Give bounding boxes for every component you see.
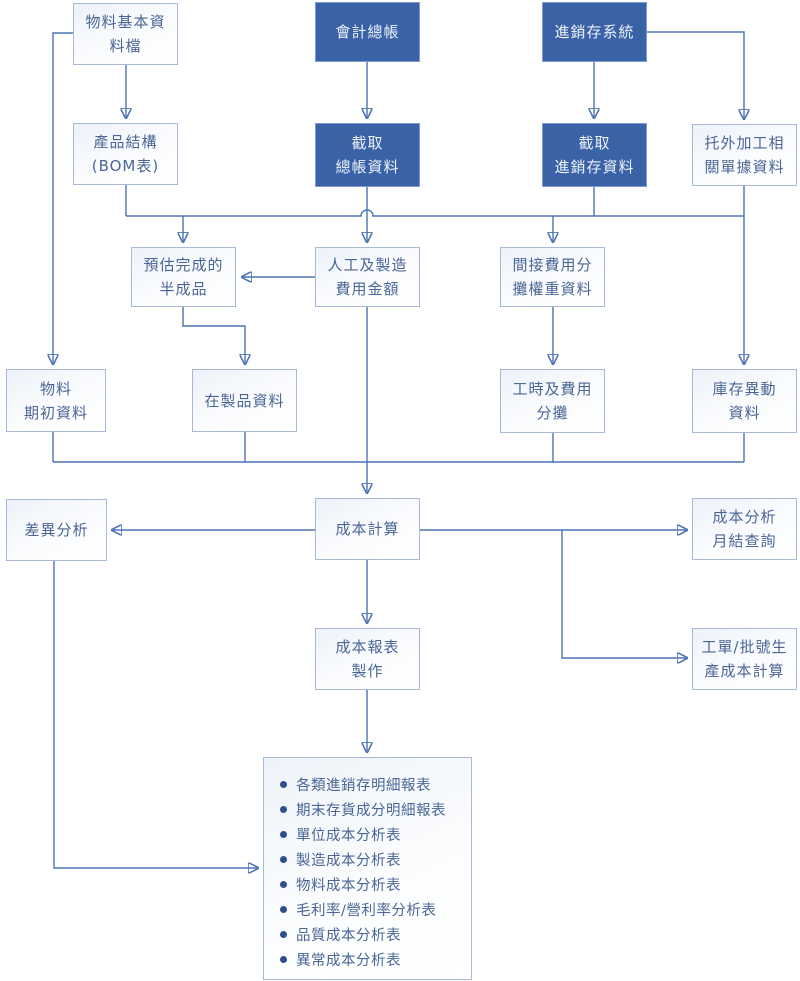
list-item-label: 製造成本分析表 (296, 853, 401, 869)
bullet-icon (280, 956, 287, 963)
connector-invsys-to-outsourcing (647, 31, 744, 118)
node-general-ledger: 會計總帳 (315, 2, 420, 62)
bullet-icon (280, 806, 287, 813)
list-item: 毛利率/營利率分析表 (280, 897, 463, 922)
node-cost-calculation: 成本計算 (315, 498, 420, 560)
node-outsourcing-documents: 托外加工相 關單據資料 (692, 124, 797, 186)
connector-branch-to-workorder (561, 530, 686, 658)
node-material-opening-data: 物料 期初資料 (6, 369, 106, 432)
list-item: 單位成本分析表 (280, 822, 463, 847)
node-label: 截取 進銷存資料 (554, 134, 635, 176)
node-label: 成本計算 (335, 520, 400, 538)
node-workorder-batch-cost: 工單/批號生 產成本計算 (692, 628, 797, 690)
list-item: 異常成本分析表 (280, 947, 463, 972)
connector-variance-to-list (53, 561, 257, 868)
report-list-items: 各類進銷存明細報表 期末存貨成分明細報表 單位成本分析表 製造成本分析表 物料成… (280, 772, 463, 972)
node-label: 成本分析 月結查詢 (712, 508, 777, 550)
list-item-label: 異常成本分析表 (296, 953, 401, 969)
node-product-structure-bom: 產品結構 (BOM表) (73, 123, 178, 185)
node-indirect-cost-weights: 間接費用分 攤權重資料 (500, 247, 605, 307)
list-item-label: 品質成本分析表 (296, 928, 401, 944)
list-item-label: 期末存貨成分明細報表 (296, 803, 446, 819)
node-extract-inventory-data: 截取 進銷存資料 (542, 123, 647, 187)
node-label: 截取 總帳資料 (335, 134, 400, 176)
node-report-list: 各類進銷存明細報表 期末存貨成分明細報表 單位成本分析表 製造成本分析表 物料成… (263, 757, 472, 980)
node-label: 物料 期初資料 (23, 379, 88, 422)
node-inventory-system: 進銷存系統 (542, 2, 647, 62)
node-label: 產品結構 (BOM表) (91, 133, 160, 175)
bullet-icon (280, 881, 287, 888)
list-item-label: 毛利率/營利率分析表 (296, 903, 437, 919)
node-label: 物料基本資 料檔 (85, 13, 166, 55)
node-cost-analysis-monthly-query: 成本分析 月結查詢 (692, 498, 797, 560)
node-label: 會計總帳 (335, 23, 400, 41)
node-labor-manufacturing-cost: 人工及製造 費用金額 (315, 247, 420, 307)
list-item-label: 物料成本分析表 (296, 878, 401, 894)
list-item: 各類進銷存明細報表 (280, 772, 463, 797)
node-wip-data: 在製品資料 (192, 369, 297, 432)
node-label: 預估完成的 半成品 (143, 256, 224, 298)
node-hours-cost-allocation: 工時及費用 分攤 (500, 369, 605, 433)
list-item-label: 單位成本分析表 (296, 828, 401, 844)
list-item: 物料成本分析表 (280, 872, 463, 897)
node-inventory-movement-data: 庫存異動 資料 (692, 369, 797, 433)
node-label: 差異分析 (24, 521, 89, 539)
node-label: 托外加工相 關單據資料 (704, 134, 785, 176)
node-label: 在製品資料 (204, 391, 285, 410)
bullet-icon (280, 906, 287, 913)
bullet-icon (280, 831, 287, 838)
list-item-label: 各類進銷存明細報表 (296, 778, 431, 794)
node-cost-report-creation: 成本報表 製作 (315, 628, 420, 690)
bullet-icon (280, 856, 287, 863)
node-label: 進銷存系統 (554, 23, 635, 41)
connector-materials-to-opening (53, 32, 73, 363)
connector-distributor-bus (126, 209, 744, 217)
node-material-master-file: 物料基本資 料檔 (73, 3, 178, 65)
list-item: 期末存貨成分明細報表 (280, 797, 463, 822)
connector-estsemi-to-wip (182, 307, 245, 363)
list-item: 製造成本分析表 (280, 847, 463, 872)
node-label: 成本報表 製作 (335, 638, 400, 680)
node-label: 工單/批號生 產成本計算 (701, 638, 788, 680)
node-extract-gl-data: 截取 總帳資料 (315, 123, 420, 187)
bullet-icon (280, 931, 287, 938)
node-label: 人工及製造 費用金額 (327, 256, 408, 298)
node-label: 間接費用分 攤權重資料 (512, 256, 593, 298)
node-variance-analysis: 差異分析 (6, 499, 107, 561)
bullet-icon (280, 781, 287, 788)
node-estimated-semi-finished: 預估完成的 半成品 (131, 247, 236, 307)
node-label: 庫存異動 資料 (712, 380, 777, 422)
node-label: 工時及費用 分攤 (512, 380, 593, 422)
list-item: 品質成本分析表 (280, 922, 463, 947)
